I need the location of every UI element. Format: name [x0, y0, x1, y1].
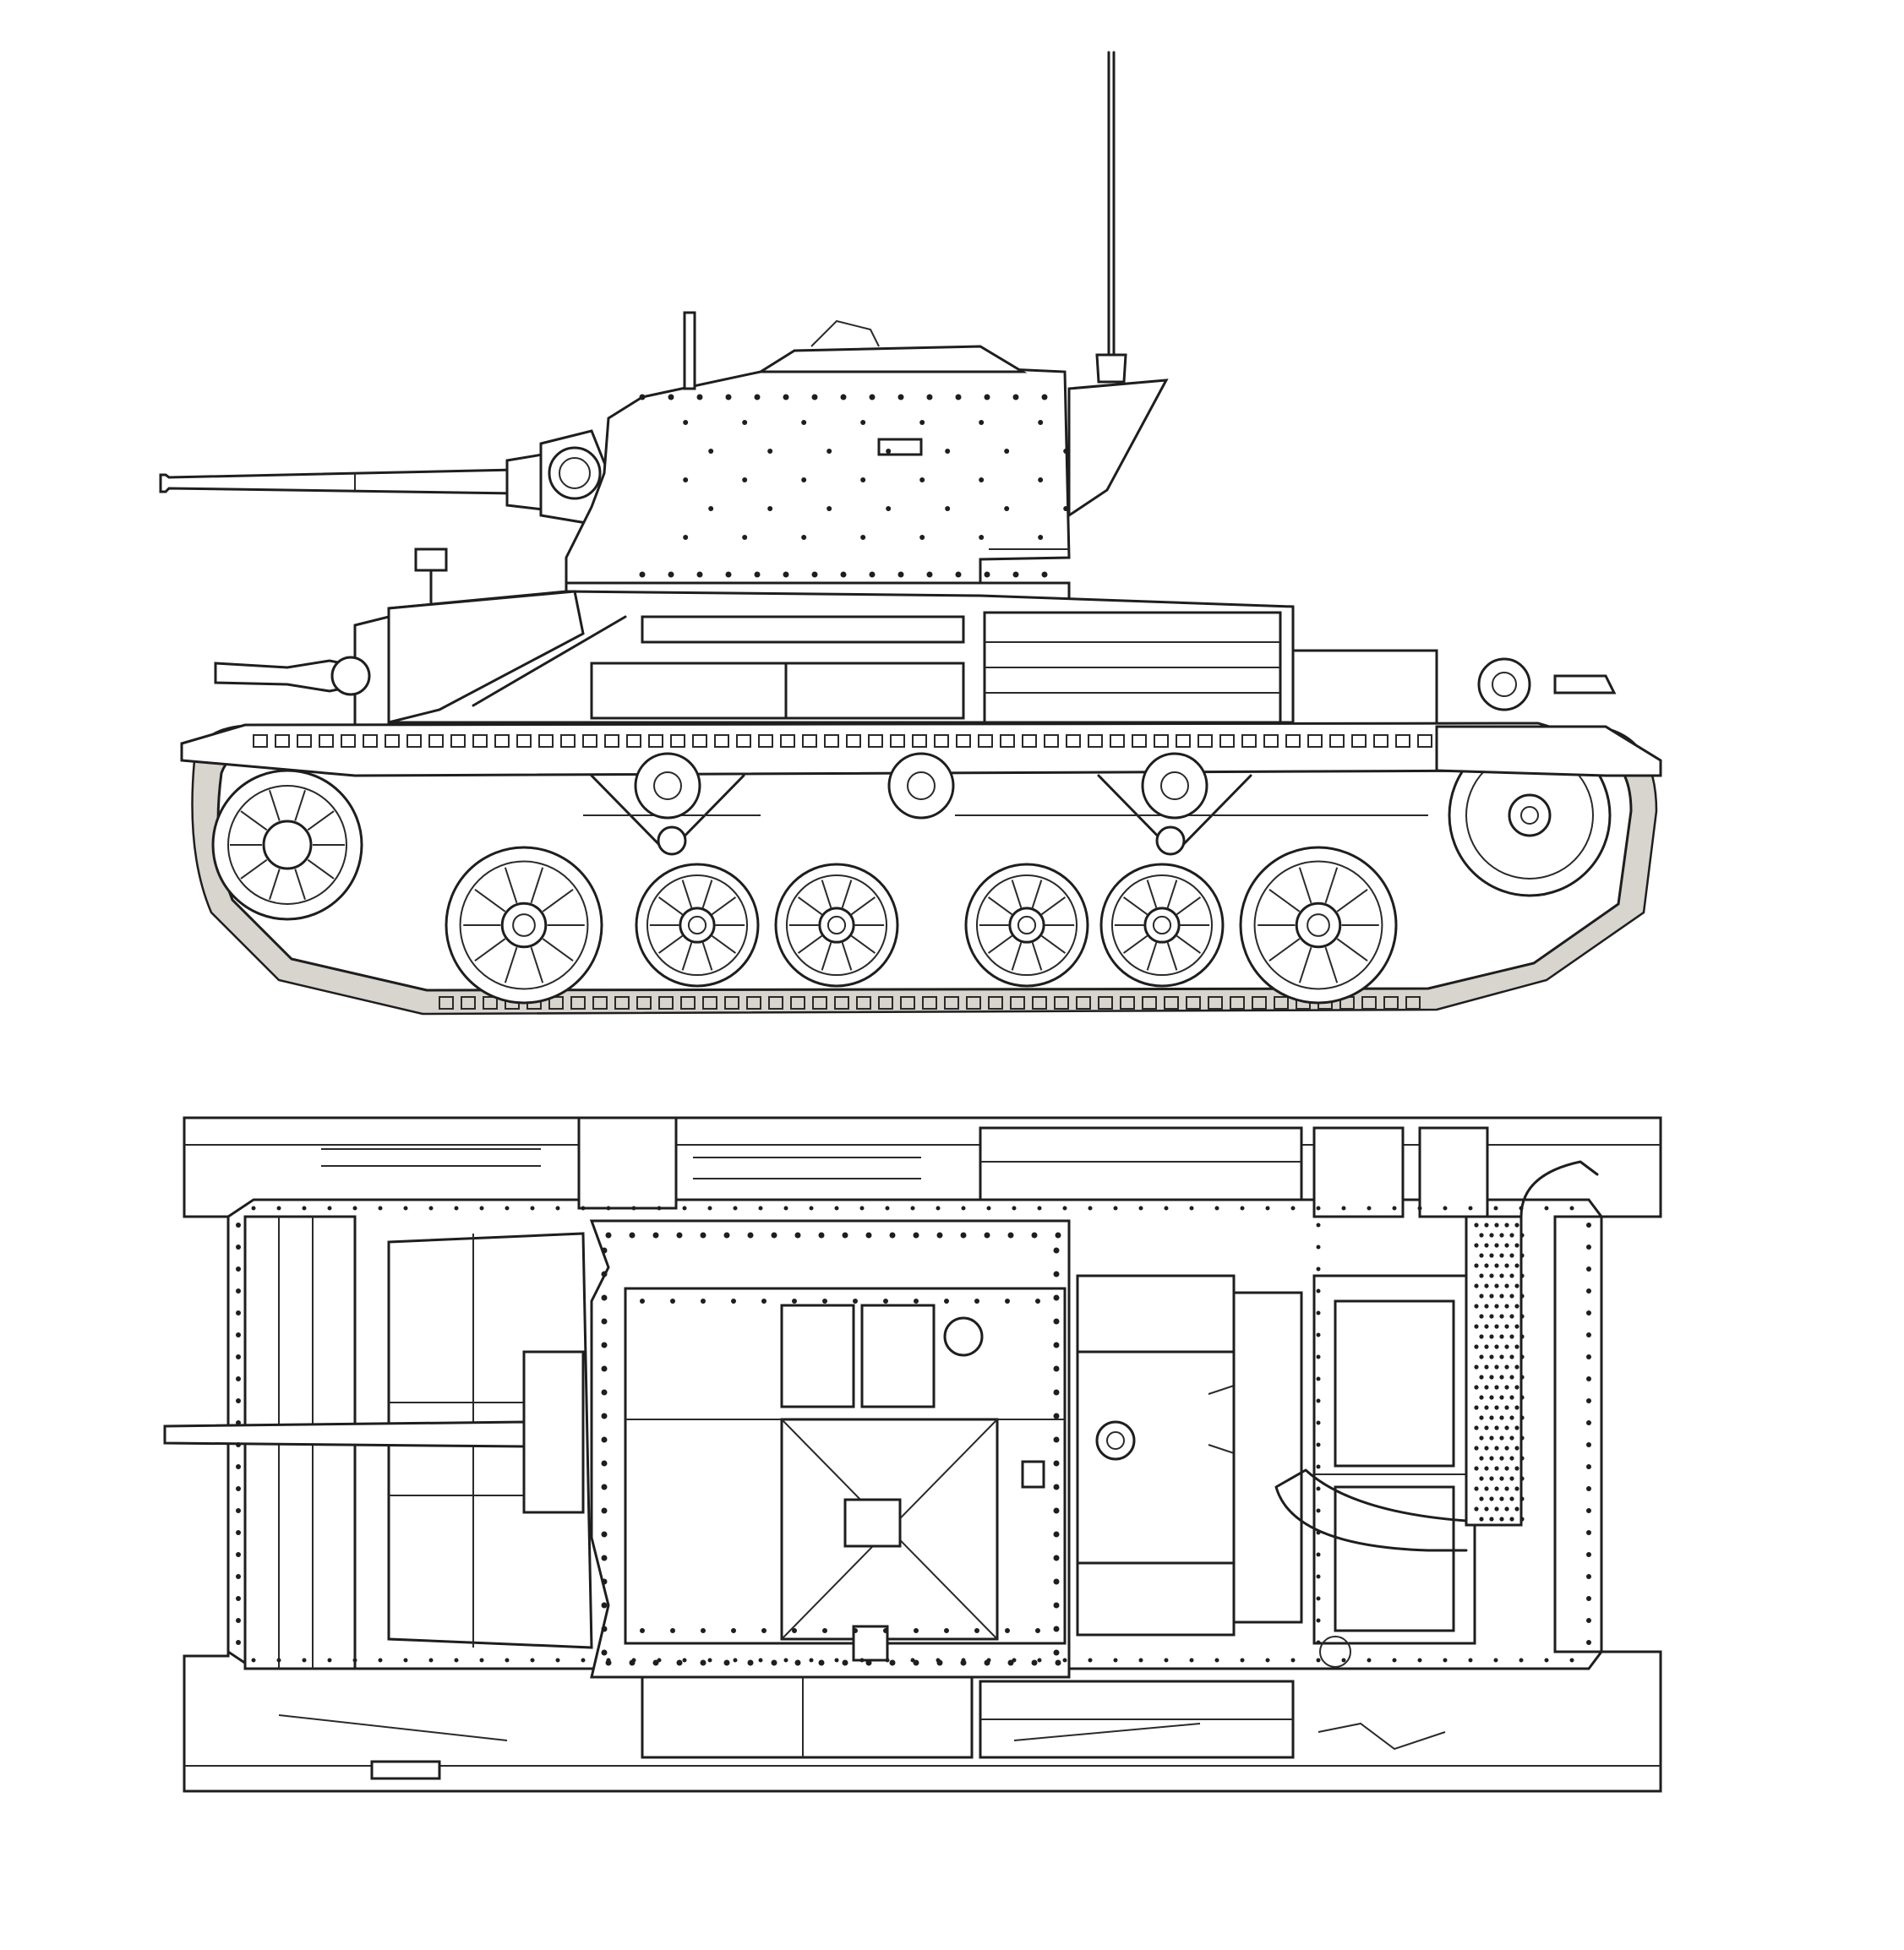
- lower-fender-stowage: [278, 1675, 1295, 1780]
- road-wheel: [774, 863, 899, 988]
- road-wheel: [1239, 846, 1398, 1005]
- main-gun-barrel: [159, 450, 559, 513]
- turret-top-rivets: [601, 1232, 1061, 1666]
- return-rollers: [634, 752, 1208, 820]
- hull-rivets: [236, 1206, 1591, 1663]
- upper-fender-stowage: [321, 1116, 1489, 1218]
- antenna: [1095, 51, 1127, 384]
- return-roller: [634, 752, 701, 820]
- road-wheel: [635, 863, 760, 988]
- idler-wheel: [211, 769, 363, 921]
- engine-deck: [1076, 1274, 1476, 1645]
- return-roller: [1141, 752, 1208, 820]
- driver-front-plate: [353, 547, 627, 728]
- turret-top: [589, 1219, 1071, 1679]
- road-wheel: [445, 846, 603, 1005]
- side-view: [159, 51, 1662, 1016]
- road-wheels: [445, 846, 1398, 1005]
- road-wheel: [1099, 863, 1225, 988]
- turret: [565, 311, 1169, 612]
- return-roller: [887, 752, 955, 820]
- top-view: [163, 1116, 1662, 1793]
- rear-plate: [1318, 1215, 1603, 1751]
- hull-machine-gun: [214, 656, 371, 696]
- suspension: [583, 774, 1428, 856]
- road-wheel: [964, 863, 1089, 988]
- top-gun-barrel: [163, 1350, 585, 1514]
- turret-rivets: [639, 394, 1069, 578]
- rear-fender: [1435, 725, 1662, 777]
